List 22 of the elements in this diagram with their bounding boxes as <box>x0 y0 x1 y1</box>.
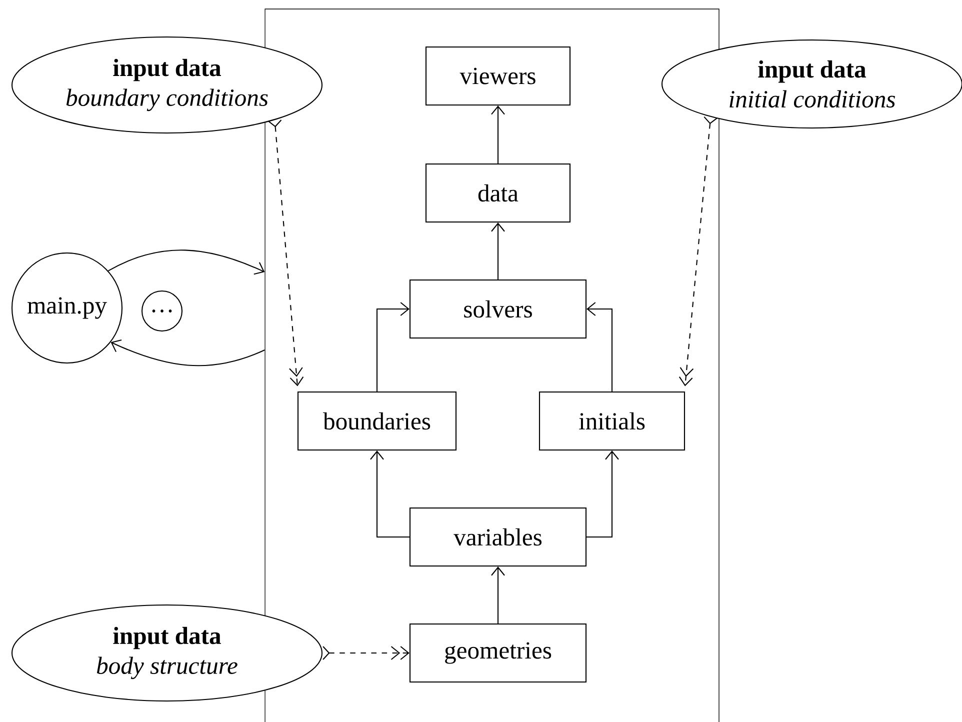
process-box: variables <box>409 507 587 567</box>
circle-node: main.py <box>11 252 123 364</box>
process-box: geometries <box>409 623 587 683</box>
arrow <box>491 222 505 280</box>
arrow <box>586 302 613 392</box>
arrow <box>678 116 718 386</box>
node-label: initial conditions <box>730 90 895 108</box>
arrow <box>586 450 619 538</box>
process-box: initials <box>538 391 686 451</box>
arrow <box>370 450 410 538</box>
arrow <box>376 302 410 392</box>
process-box: boundaries <box>297 391 457 451</box>
process-box: solvers <box>409 279 587 339</box>
arrow <box>108 250 265 275</box>
arrow <box>491 106 505 164</box>
arrow <box>110 340 265 366</box>
process-box: viewers <box>425 46 571 106</box>
node-label: input data <box>758 60 866 83</box>
arrow <box>491 566 505 624</box>
arrow <box>268 120 304 386</box>
arrow <box>322 646 410 660</box>
process-box: data <box>425 163 571 223</box>
